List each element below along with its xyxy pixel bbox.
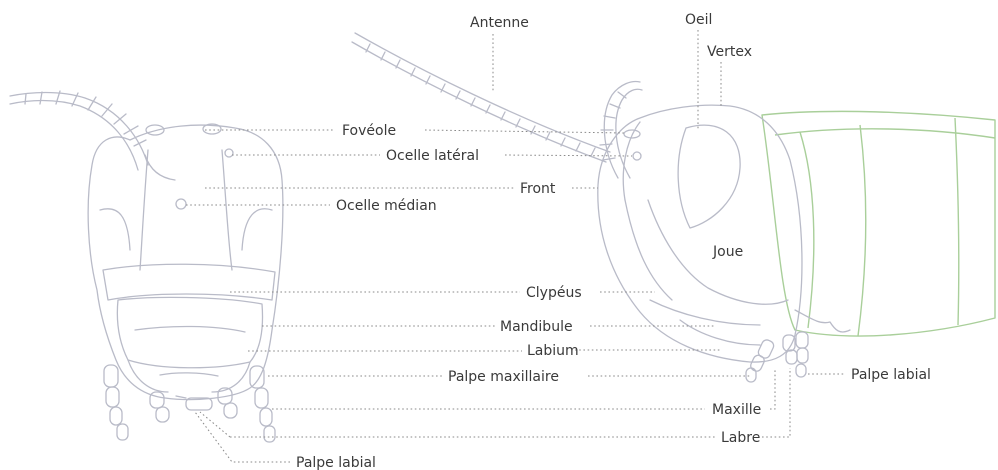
label-clypeus: Clypéus: [526, 285, 582, 301]
thorax: [762, 111, 995, 336]
label-front: Front: [520, 181, 556, 197]
label-mandibule: Mandibule: [500, 319, 573, 335]
frontal-head-capsule: [88, 125, 283, 399]
frontal-maxillary-palps: [104, 365, 275, 442]
lateral-head-view: [352, 33, 995, 382]
frontal-labial-palps: [150, 388, 237, 422]
lateral-antenna: [352, 33, 610, 162]
ocelle-lateral-icon: [633, 152, 641, 160]
label-ocelle-median: Ocelle médian: [336, 198, 437, 214]
label-oeil: Oeil: [685, 12, 712, 28]
label-labium: Labium: [527, 343, 579, 359]
label-joue: Joue: [712, 244, 743, 260]
foveole-left: [146, 125, 164, 135]
label-palpe-labial-right: Palpe labial: [851, 367, 931, 383]
label-maxille: Maxille: [712, 402, 761, 418]
frontal-antenna: [10, 91, 148, 170]
compound-eye: [678, 125, 740, 228]
label-labre: Labre: [721, 430, 760, 446]
frontal-labrum: [117, 297, 262, 367]
frontal-head-view: [10, 91, 283, 442]
label-vertex: Vertex: [707, 44, 752, 60]
ocelle-lateral-left-icon: [225, 149, 233, 157]
leader-lines: [186, 30, 845, 462]
frontal-clypeus: [103, 264, 275, 300]
label-ocelle-lateral: Ocelle latéral: [386, 148, 479, 164]
label-palpe-maxillaire: Palpe maxillaire: [448, 369, 559, 385]
label-foveole: Fovéole: [342, 123, 396, 139]
label-palpe-labial-bottom: Palpe labial: [296, 455, 376, 470]
labels: Antenne Oeil Vertex Fovéole Ocelle latér…: [296, 12, 931, 470]
ocelle-median-icon: [176, 199, 186, 209]
label-antenne: Antenne: [470, 15, 529, 31]
